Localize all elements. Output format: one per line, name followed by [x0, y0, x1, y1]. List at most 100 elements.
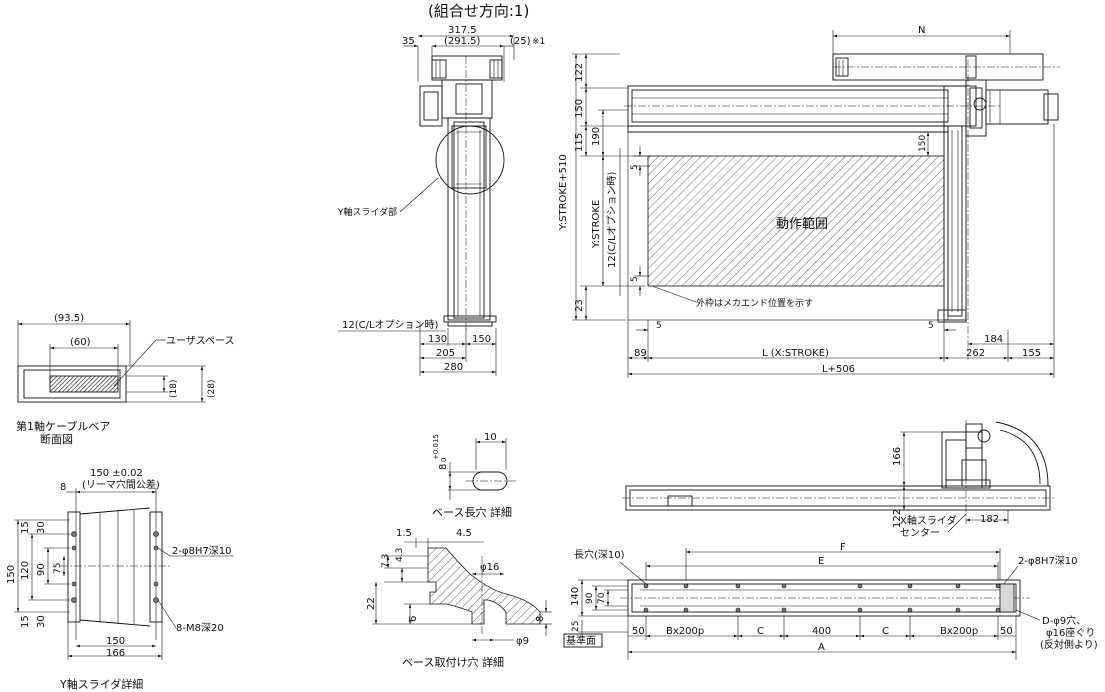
dim-166-side: 166 — [892, 447, 903, 466]
dim-280: 280 — [444, 362, 463, 373]
cl-option-label: 12(C/Lオプション時) — [342, 319, 439, 331]
dim-150-tol: 150 ±0.02 — [90, 468, 143, 479]
dim-184: 184 — [984, 334, 1003, 345]
dim-400: 400 — [812, 626, 831, 637]
dim-70: 70 — [597, 592, 607, 604]
dim-90-bottom: 90 — [585, 592, 595, 604]
dim-tol-note: (リーマ穴間公差) — [82, 478, 160, 491]
dim-93-5: (93.5) — [54, 313, 84, 324]
d-hole-note-1: D-φ9穴、 — [1042, 614, 1086, 627]
dim-a: A — [818, 642, 825, 653]
hole-label: 2-φ8H7深10 — [1018, 555, 1078, 567]
dim-6: 6 — [408, 616, 419, 622]
dim-140: 140 — [570, 587, 581, 606]
dim-130: 130 — [428, 334, 447, 345]
dim-1-5: 1.5 — [396, 528, 412, 539]
y-stroke: Y:STROKE — [591, 200, 602, 249]
y-slider-detail: 150 ±0.02 (リーマ穴間公差) 8 1 — [6, 468, 234, 691]
y-stroke-510: Y:STROKE+510 — [558, 154, 569, 231]
d-hole-note-3: (反対側より) — [1040, 638, 1098, 651]
dim-f: F — [840, 542, 846, 553]
dim-150: 150 — [574, 99, 585, 118]
dim-e: E — [818, 556, 824, 567]
dim-120: 120 — [20, 561, 31, 580]
hole-note-a: 2-φ8H7深10 — [172, 545, 232, 557]
dim-18: (18) — [169, 380, 179, 398]
dim-5-b: 5 — [630, 276, 640, 282]
top-view: 317.5 (291.5) 35 (25) ※1 Y軸スライダ部 — [337, 25, 545, 376]
dim-8-tol: 8 — [438, 464, 449, 470]
x-slider-center-label2: センター — [900, 527, 940, 539]
dim-150-v: 150 — [6, 565, 17, 584]
dim-15-b: 15 — [20, 615, 31, 628]
base-hole-detail: 1.5 4.5 φ16 7.3 4.3 22 6 8 φ9 ベース取付け穴 詳細 — [366, 528, 552, 669]
dim-50-a: 50 — [632, 626, 645, 637]
bottom-view: F E 長穴(深10) 2-φ8H7深10 — [563, 542, 1098, 660]
dim-5-a: 5 — [630, 164, 640, 170]
y-slider-label: Y軸スライダ部 — [337, 206, 397, 218]
hole-note-b: 8-M8深20 — [176, 622, 224, 634]
dim-50-b: 50 — [1000, 626, 1013, 637]
dim-5-d: 5 — [928, 321, 934, 331]
dim-4-3: 4.3 — [395, 548, 405, 562]
user-space-area — [49, 375, 119, 393]
dim-25: (25) — [510, 36, 531, 47]
dim-c-2: C — [882, 626, 889, 637]
tol-upper: +0.015 — [432, 434, 440, 460]
dim-30-a: 30 — [36, 521, 47, 534]
dim-5-c: 5 — [656, 321, 662, 331]
side-view: 166 122 182 X軸スライダ センター — [622, 420, 1054, 539]
dim-190: 190 — [591, 127, 602, 146]
dim-22: 22 — [366, 597, 377, 610]
outer-frame-note: 外枠はメカエンド位置を示す — [696, 297, 813, 309]
dim-291-5: (291.5) — [444, 36, 481, 47]
base-holes — [643, 583, 1001, 613]
cable-bear-section: (93.5) (60) (18) (28) ユーザスペース 第1軸ケーブルベア … — [16, 313, 235, 446]
dim-28: (28) — [207, 380, 217, 398]
d-hole-note-2: φ16座ぐり — [1046, 626, 1095, 639]
dim-l-stroke: L (X:STROKE) — [762, 348, 829, 359]
assembly-direction-title: (組合せ方向:1) — [428, 2, 529, 20]
dim-10: 10 — [484, 432, 497, 443]
base-slot-title: ベース長穴 詳細 — [432, 505, 512, 519]
base-slot-detail: 10 8 +0.015 0 ベース長穴 詳細 — [432, 432, 516, 519]
dim-155: 155 — [1022, 348, 1041, 359]
dim-317-5: 317.5 — [448, 25, 477, 36]
dim-89: 89 — [634, 348, 647, 359]
dim-25-bottom: 25 — [571, 621, 581, 632]
tol-lower: 0 — [440, 458, 448, 462]
dim-7-3: 7.3 — [381, 554, 391, 568]
dim-4-5: 4.5 — [456, 528, 472, 539]
operating-range-label: 動作範囲 — [776, 217, 828, 232]
dim-35: 35 — [402, 36, 415, 47]
dim-60: (60) — [70, 337, 91, 348]
dim-23: 23 — [574, 299, 585, 312]
dim-15-a: 15 — [20, 521, 31, 534]
cl-option-vertical: 12(C/Lオプション時) — [606, 171, 618, 268]
pitch-a: Bx200p — [666, 626, 704, 637]
dim-115: 115 — [574, 133, 585, 152]
dim-30-b: 30 — [36, 615, 47, 628]
dim-150: 150 — [472, 334, 491, 345]
dim-n: N — [918, 25, 925, 36]
dim-phi16: φ16 — [480, 562, 499, 573]
y-slider-detail-title: Y軸スライダ詳細 — [59, 677, 143, 691]
dim-90: 90 — [36, 563, 47, 576]
reference-face-label: 基準面 — [566, 634, 596, 647]
front-view: N Y:STROKE+510 122 150 115 23 190 Y:STRO… — [558, 25, 1060, 378]
dim-8: 8 — [60, 482, 66, 493]
dim-122-side: 122 — [892, 509, 903, 528]
dim-122: 122 — [574, 63, 585, 82]
note-mark: ※1 — [532, 37, 545, 47]
dim-182: 182 — [980, 514, 999, 525]
dim-262: 262 — [966, 348, 985, 359]
dim-150-small: 150 — [918, 135, 928, 152]
slot-label: 長穴(深10) — [574, 548, 625, 561]
x-slider-center-label: X軸スライダ — [900, 514, 956, 527]
dim-166: 166 — [106, 648, 125, 659]
dim-75: 75 — [53, 563, 63, 574]
operating-range-area — [647, 155, 945, 287]
user-space-label: ユーザスペース — [166, 335, 235, 347]
base-hole-title: ベース取付け穴 詳細 — [402, 655, 504, 669]
